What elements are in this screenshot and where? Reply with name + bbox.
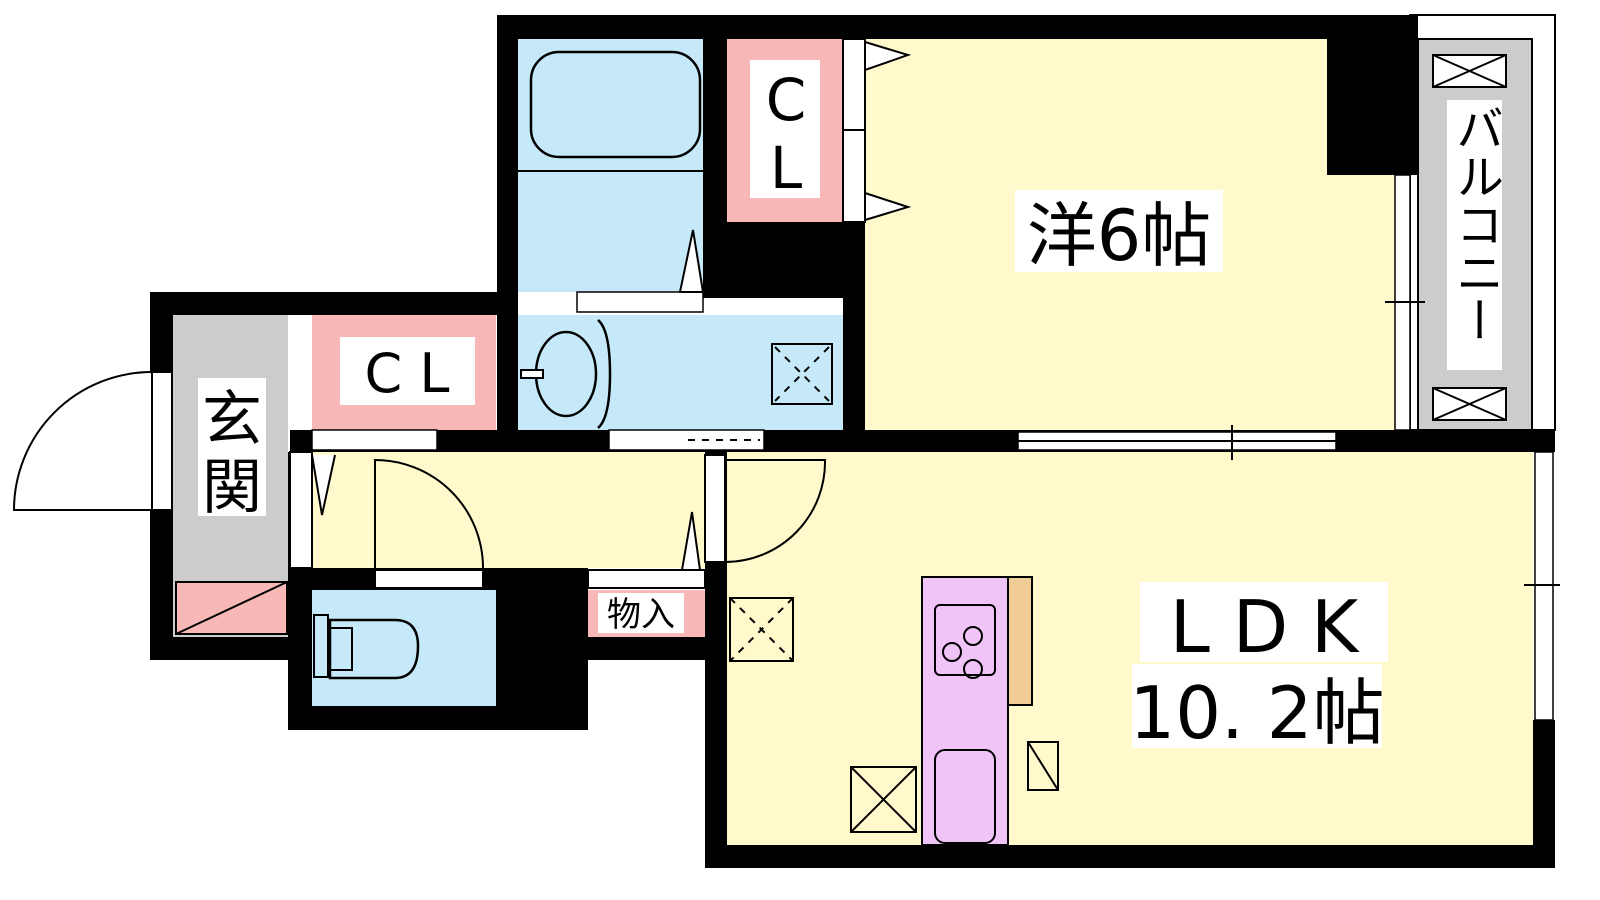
- entrance-door[interactable]: [12, 371, 153, 511]
- closet-upper-label-c: C: [766, 66, 807, 134]
- ldk-label: L D K: [1170, 585, 1360, 669]
- washer-space: [771, 343, 833, 405]
- burner-icon: [942, 642, 962, 662]
- toilet: [328, 618, 420, 680]
- balcony-label: バルコニー: [1447, 104, 1503, 344]
- bathroom: [518, 39, 703, 292]
- ldk-door[interactable]: [724, 459, 827, 563]
- closet-upper-label-l: L: [770, 134, 802, 202]
- fridge-space: [850, 766, 917, 833]
- entrance-label-2: 関: [202, 453, 262, 523]
- ldk-size-label: 10. 2帖: [1129, 671, 1384, 755]
- washroom: [518, 315, 843, 430]
- toilet-room: [312, 590, 496, 706]
- burner-icon: [963, 659, 983, 679]
- burner-icon: [963, 626, 983, 646]
- bathtub: [529, 50, 702, 159]
- toilet-door[interactable]: [374, 458, 484, 570]
- toilet-tank: [313, 614, 329, 678]
- kitchen-counter: [921, 576, 1009, 846]
- hallway: [312, 452, 705, 568]
- washer-space-ldk: [729, 597, 794, 662]
- counter-side: [1007, 576, 1033, 706]
- storage-label: 物入: [607, 595, 675, 635]
- ldk-room: [727, 452, 1533, 845]
- entrance-label-1: 玄: [202, 385, 262, 455]
- closet-left-label: C L: [365, 342, 450, 405]
- western-room-label: 洋6帖: [1027, 195, 1212, 277]
- sink: [934, 749, 996, 844]
